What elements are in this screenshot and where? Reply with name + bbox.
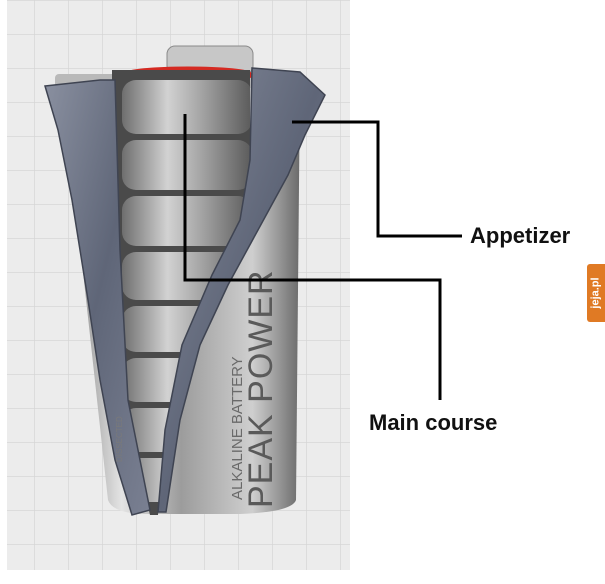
button-cell — [122, 196, 250, 246]
battery-brand-print: PEAK POWER — [242, 269, 280, 508]
button-cell — [122, 80, 250, 134]
battery-type-text: ALKALINE BATTERY — [229, 356, 246, 500]
button-cell — [122, 140, 250, 190]
battery-type-print: ALKALINE BATTERY — [229, 356, 246, 500]
appetizer-leader-line — [292, 120, 462, 238]
side-print-text: DISSECTED — [115, 416, 124, 462]
appetizer-label: Appetizer — [470, 223, 571, 248]
main-course-label: Main course — [369, 410, 498, 435]
watermark-tab: jeja.pl — [587, 264, 605, 322]
main-course-leader-line — [183, 114, 442, 400]
torn-wrapper-left — [44, 79, 151, 516]
side-print: DISSECTED — [115, 416, 124, 462]
watermark-text: jeja.pl — [590, 277, 602, 309]
brand-text: PEAK POWER — [242, 269, 280, 508]
